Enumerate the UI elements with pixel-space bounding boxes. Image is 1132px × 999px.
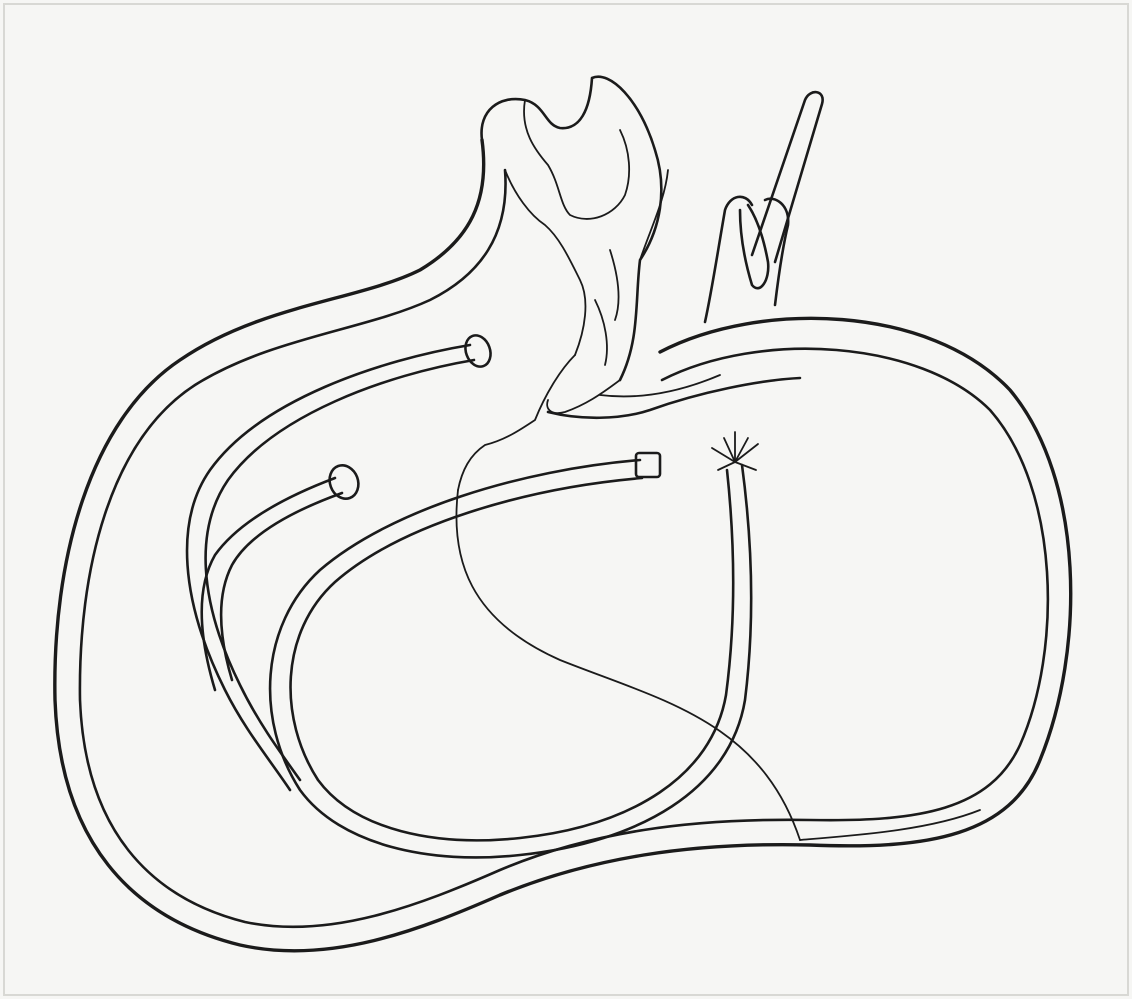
electrode-spark-icon [712,432,758,470]
catheter-lower-loop [270,453,751,857]
catheter-middle [202,461,363,690]
sheath-tube [705,92,823,322]
great-vessels [458,77,800,490]
